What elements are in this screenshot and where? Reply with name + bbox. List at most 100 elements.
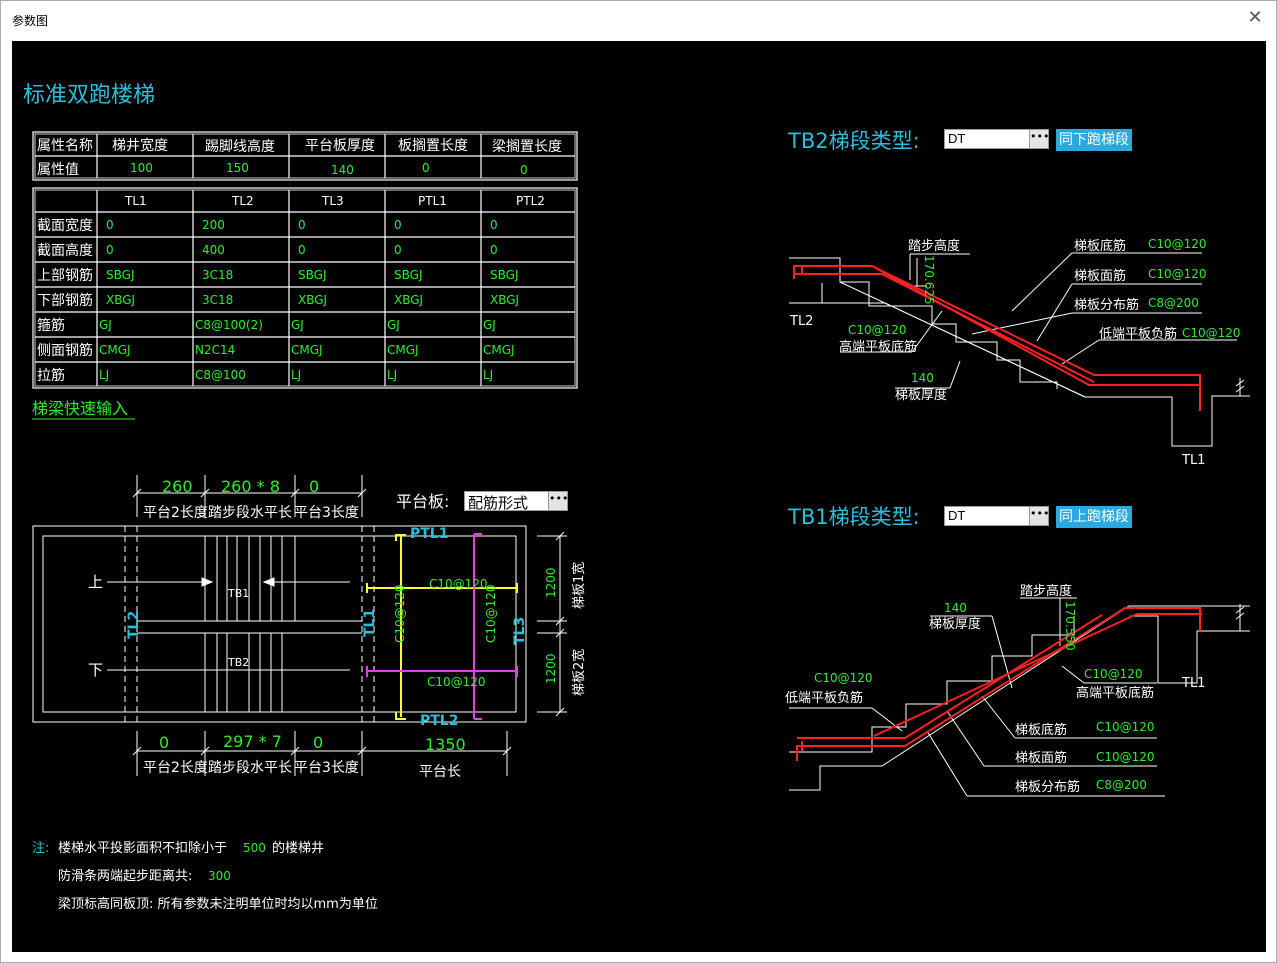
beam-cell[interactable]: GJ bbox=[291, 318, 304, 332]
ellipsis-icon[interactable]: ••• bbox=[548, 492, 568, 510]
tb2-low-neg-val: C10@120 bbox=[1182, 326, 1241, 340]
beam-cell[interactable]: 0 bbox=[106, 243, 114, 257]
close-icon[interactable]: ✕ bbox=[1247, 7, 1263, 28]
tb2-dist-rebar-val: C8@200 bbox=[1148, 296, 1199, 310]
beam-cell[interactable]: C8@100(2) bbox=[195, 318, 263, 332]
beam-cell[interactable]: XBGJ bbox=[106, 293, 135, 307]
plan-bottom-labels: 平台2长度 踏步段水平长 平台3长度 平台长 bbox=[143, 760, 461, 780]
beam-cell[interactable]: LJ bbox=[291, 368, 301, 382]
beam-cell[interactable]: 3C18 bbox=[202, 293, 233, 307]
plan-rebar-v2: C10@120 bbox=[484, 584, 498, 643]
beam-cell[interactable]: GJ bbox=[387, 318, 400, 332]
beam-cell[interactable]: N2C14 bbox=[195, 343, 235, 357]
beam-cell[interactable]: XBGJ bbox=[490, 293, 519, 307]
beam-cell[interactable]: SBGJ bbox=[394, 268, 422, 282]
notes: 注: 楼梯水平投影面积不扣除小于 500 的楼梯井 防滑条两端起步距离共: 30… bbox=[32, 840, 378, 912]
beam-cell[interactable]: GJ bbox=[99, 318, 112, 332]
props-row-label: 属性值 bbox=[37, 162, 79, 178]
notes-prefix: 注: bbox=[32, 841, 49, 856]
beam-cell[interactable]: SBGJ bbox=[106, 268, 134, 282]
props-value-1[interactable]: 150 bbox=[226, 161, 249, 175]
plan-rebar-bottom: C10@120 bbox=[427, 675, 486, 689]
same-as-upper-flight-button[interactable]: 同上跑梯段 bbox=[1056, 506, 1132, 528]
notes-line2-b[interactable]: 300 bbox=[208, 869, 231, 883]
beam-cell[interactable]: 200 bbox=[202, 218, 225, 232]
beam-cell[interactable]: 0 bbox=[298, 243, 306, 257]
tb2-values: 170.625 C10@120 C10@120 C8@200 C10@120 C… bbox=[848, 237, 1241, 385]
notes-line3: 梁顶标高同板顶: 所有参数未注明单位时均以mm为单位 bbox=[58, 896, 378, 912]
tb2-tl2: TL2 bbox=[789, 314, 813, 329]
beam-cell[interactable]: SBGJ bbox=[298, 268, 326, 282]
tb2-step-height-val: 170.625 bbox=[922, 255, 936, 305]
plan-bottom-label-3: 平台长 bbox=[419, 764, 461, 780]
notes-line2-a: 防滑条两端起步距离共: bbox=[58, 868, 192, 884]
ellipsis-icon[interactable]: ••• bbox=[1029, 507, 1049, 525]
plan-bottom-label-0: 平台2长度 bbox=[143, 760, 208, 776]
beam-cell[interactable]: LJ bbox=[483, 368, 493, 382]
beam-col-ptl2: PTL2 bbox=[516, 194, 545, 208]
plan-width-labels: 梯板1宽 梯板2宽 bbox=[571, 562, 587, 696]
beam-cell[interactable]: 0 bbox=[394, 218, 402, 232]
beam-col-tl3: TL3 bbox=[321, 194, 344, 208]
tb2-tl1: TL1 bbox=[1181, 453, 1205, 468]
beam-cell[interactable]: C8@100 bbox=[195, 368, 246, 382]
beam-cell[interactable]: SBGJ bbox=[490, 268, 518, 282]
tb1-tl1: TL1 bbox=[1181, 676, 1205, 691]
beam-cell[interactable]: 400 bbox=[202, 243, 225, 257]
tb2-step-height: 踏步高度 bbox=[908, 238, 960, 254]
tb1-dist-rebar-val: C8@200 bbox=[1096, 778, 1147, 792]
plan-direction-labels: 上 下 bbox=[88, 573, 103, 679]
beam-cell[interactable]: CMGJ bbox=[291, 343, 323, 357]
platform-rebar-select[interactable]: 配筋形式 ••• bbox=[464, 491, 568, 512]
tb1-high-bottom-val: C10@120 bbox=[1084, 667, 1143, 681]
notes-line1-b[interactable]: 500 bbox=[243, 841, 266, 855]
beam-row-label-5: 侧面钢筋 bbox=[37, 342, 93, 359]
beam-cell[interactable]: CMGJ bbox=[387, 343, 419, 357]
tb2-top-rebar-val: C10@120 bbox=[1148, 267, 1207, 281]
tb2-type-select[interactable]: DT ••• bbox=[944, 129, 1049, 149]
beam-cell[interactable]: 0 bbox=[298, 218, 306, 232]
tb1-low-neg-val: C10@120 bbox=[814, 671, 873, 685]
beam-cell[interactable]: LJ bbox=[387, 368, 397, 382]
beam-cell[interactable]: 0 bbox=[490, 243, 498, 257]
beam-cell[interactable]: CMGJ bbox=[99, 343, 131, 357]
beam-cell[interactable]: CMGJ bbox=[483, 343, 515, 357]
plan-width-dim-1: 1200 bbox=[544, 653, 558, 684]
plan-bottom-label-2: 平台3长度 bbox=[294, 760, 359, 776]
tb1-bottom-rebar-val: C10@120 bbox=[1096, 720, 1155, 734]
beam-cell[interactable]: XBGJ bbox=[298, 293, 327, 307]
tb1-type-select[interactable]: DT ••• bbox=[944, 506, 1049, 526]
beam-cell[interactable]: 0 bbox=[106, 218, 114, 232]
notes-line1-a: 楼梯水平投影面积不扣除小于 bbox=[58, 840, 227, 856]
beam-table-row-labels: 截面宽度 截面高度 上部钢筋 下部钢筋 箍筋 侧面钢筋 拉筋 bbox=[37, 217, 93, 384]
props-header-5: 梁搁置长度 bbox=[492, 139, 562, 155]
tb2-bottom-rebar-val: C10@120 bbox=[1148, 237, 1207, 251]
tb2-thick: 梯板厚度 bbox=[895, 387, 947, 403]
plan-width-dim-0: 1200 bbox=[544, 567, 558, 598]
beam-table-values: 0 200 0 0 0 0 400 0 0 0 SBGJ 3C18 SBGJ S… bbox=[99, 218, 519, 382]
beam-cell[interactable]: 0 bbox=[394, 243, 402, 257]
same-as-lower-flight-button[interactable]: 同下跑梯段 bbox=[1056, 129, 1132, 151]
tb1-rebar bbox=[796, 607, 1202, 761]
plan-rebar-labels: C10@120 C10@120 C10@120 C10@120 1200 120… bbox=[393, 567, 558, 689]
quick-input-link[interactable]: 梯梁快速输入 bbox=[32, 399, 128, 418]
props-header-2: 踢脚线高度 bbox=[205, 138, 275, 155]
props-header-4: 板搁置长度 bbox=[398, 138, 468, 154]
props-value-3[interactable]: 0 bbox=[422, 161, 430, 175]
tb1-type-value: DT bbox=[948, 508, 966, 523]
beam-cell[interactable]: 3C18 bbox=[202, 268, 233, 282]
tb2-high-bottom: 高端平板底筋 bbox=[839, 339, 917, 355]
props-value-0[interactable]: 100 bbox=[130, 161, 153, 175]
plan-width-label-0: 梯板1宽 bbox=[571, 562, 587, 609]
beam-cell[interactable]: GJ bbox=[483, 318, 496, 332]
plan-top-label-2: 平台3长度 bbox=[294, 505, 359, 521]
tb1-section bbox=[789, 597, 1250, 797]
beam-cell[interactable]: LJ bbox=[99, 368, 109, 382]
props-value-2[interactable]: 140 bbox=[331, 163, 354, 177]
tb2-high-bottom-val: C10@120 bbox=[848, 323, 907, 337]
beam-cell[interactable]: 0 bbox=[490, 218, 498, 232]
props-value-4[interactable]: 0 bbox=[520, 163, 528, 177]
ellipsis-icon[interactable]: ••• bbox=[1029, 130, 1049, 148]
beam-cell[interactable]: XBGJ bbox=[394, 293, 423, 307]
